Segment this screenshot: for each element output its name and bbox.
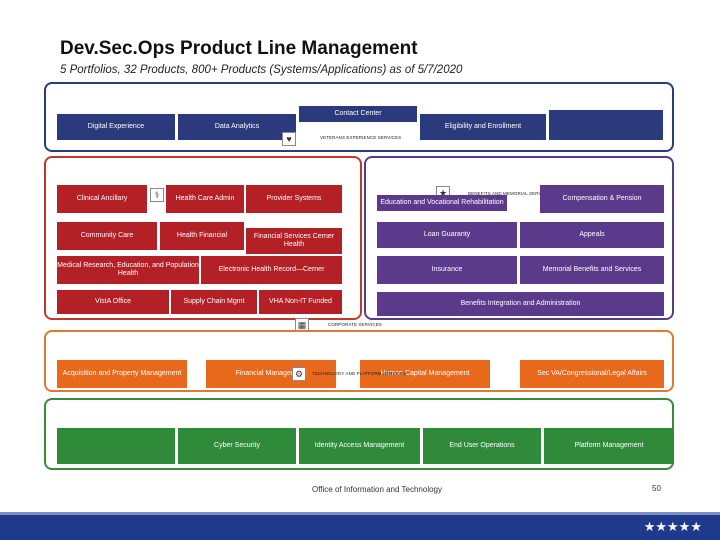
education-rehab-box[interactable]: Education and Vocational Rehabilitation (377, 195, 507, 211)
footer-bar (0, 512, 720, 540)
provider-systems-box[interactable]: Provider Systems (246, 185, 342, 213)
footer-office: Office of Information and Technology (312, 485, 443, 494)
vista-office-box[interactable]: VistA Office (57, 290, 169, 314)
digital-experience-box[interactable]: Digital Experience (57, 114, 175, 140)
appeals-box[interactable]: Appeals (520, 222, 664, 248)
platform-management-box[interactable]: Platform Management (544, 428, 674, 464)
health-icon: ⚕ (150, 188, 164, 202)
page-number: 50 (652, 484, 661, 493)
clinical-ancillary-box[interactable]: Clinical Ancillary (57, 185, 147, 213)
benefits-integration-box[interactable]: Benefits Integration and Administration (377, 292, 664, 316)
benefits-panel (364, 156, 674, 320)
corporate-panel (44, 330, 674, 392)
acquisition-property-box[interactable]: Acquisition and Property Management (57, 360, 187, 388)
veterans-empty-box (549, 110, 663, 140)
memorial-benefits-box[interactable]: Memorial Benefits and Services (520, 256, 664, 284)
footer-accent (0, 512, 720, 515)
page-title: Dev.Sec.Ops Product Line Management (60, 38, 418, 59)
loan-guaranty-box[interactable]: Loan Guaranty (377, 222, 517, 248)
financial-management-box[interactable]: Financial Management (206, 360, 336, 388)
technology-empty-box (57, 428, 175, 464)
ehr-cerner-box[interactable]: Electronic Health Record—Cerner (201, 256, 342, 284)
benefits-caption: BENEFITS AND MEMORIAL SERVICES (468, 191, 553, 196)
veterans-panel (44, 82, 674, 152)
corporate-icon: ▦ (295, 318, 309, 332)
health-financial-box[interactable]: Health Financial (160, 222, 244, 250)
veterans-icon: ♥ (282, 132, 296, 146)
vha-non-it-box[interactable]: VHA Non-IT Funded (259, 290, 342, 314)
stars-icon: ★★★★★ (643, 519, 702, 534)
financial-services-cerner-box[interactable]: Financial Services Cerner Health (246, 228, 342, 254)
insurance-box[interactable]: Insurance (377, 256, 517, 284)
health-care-admin-box[interactable]: Health Care Admin (166, 185, 244, 213)
technology-icon: ⚙ (292, 367, 306, 381)
health-panel (44, 156, 362, 320)
supply-chain-box[interactable]: Supply Chain Mgmt (171, 290, 257, 314)
technology-caption: TECHNOLOGY AND PLATFORM SERVICES (312, 371, 407, 376)
eligibility-enrollment-box[interactable]: Eligibility and Enrollment (420, 114, 546, 140)
community-care-box[interactable]: Community Care (57, 222, 157, 250)
secva-legal-box[interactable]: Sec VA/Congressional/Legal Affairs (520, 360, 664, 388)
data-analytics-box[interactable]: Data Analytics (178, 114, 296, 140)
human-capital-box[interactable]: Human Capital Management (360, 360, 490, 388)
end-user-operations-box[interactable]: End User Operations (423, 428, 541, 464)
identity-access-box[interactable]: Identity Access Management (299, 428, 420, 464)
veterans-caption: VETERANS EXPERIENCE SERVICES (320, 135, 402, 140)
cyber-security-box[interactable]: Cyber Security (178, 428, 296, 464)
medical-research-box[interactable]: Medical Research, Education, and Populat… (57, 256, 199, 284)
compensation-pension-box[interactable]: Compensation & Pension (540, 185, 664, 213)
contact-center-box[interactable]: Contact Center (299, 106, 417, 122)
corporate-caption: CORPORATE SERVICES (328, 322, 382, 327)
page-subtitle: 5 Portfolios, 32 Products, 800+ Products… (60, 64, 463, 76)
